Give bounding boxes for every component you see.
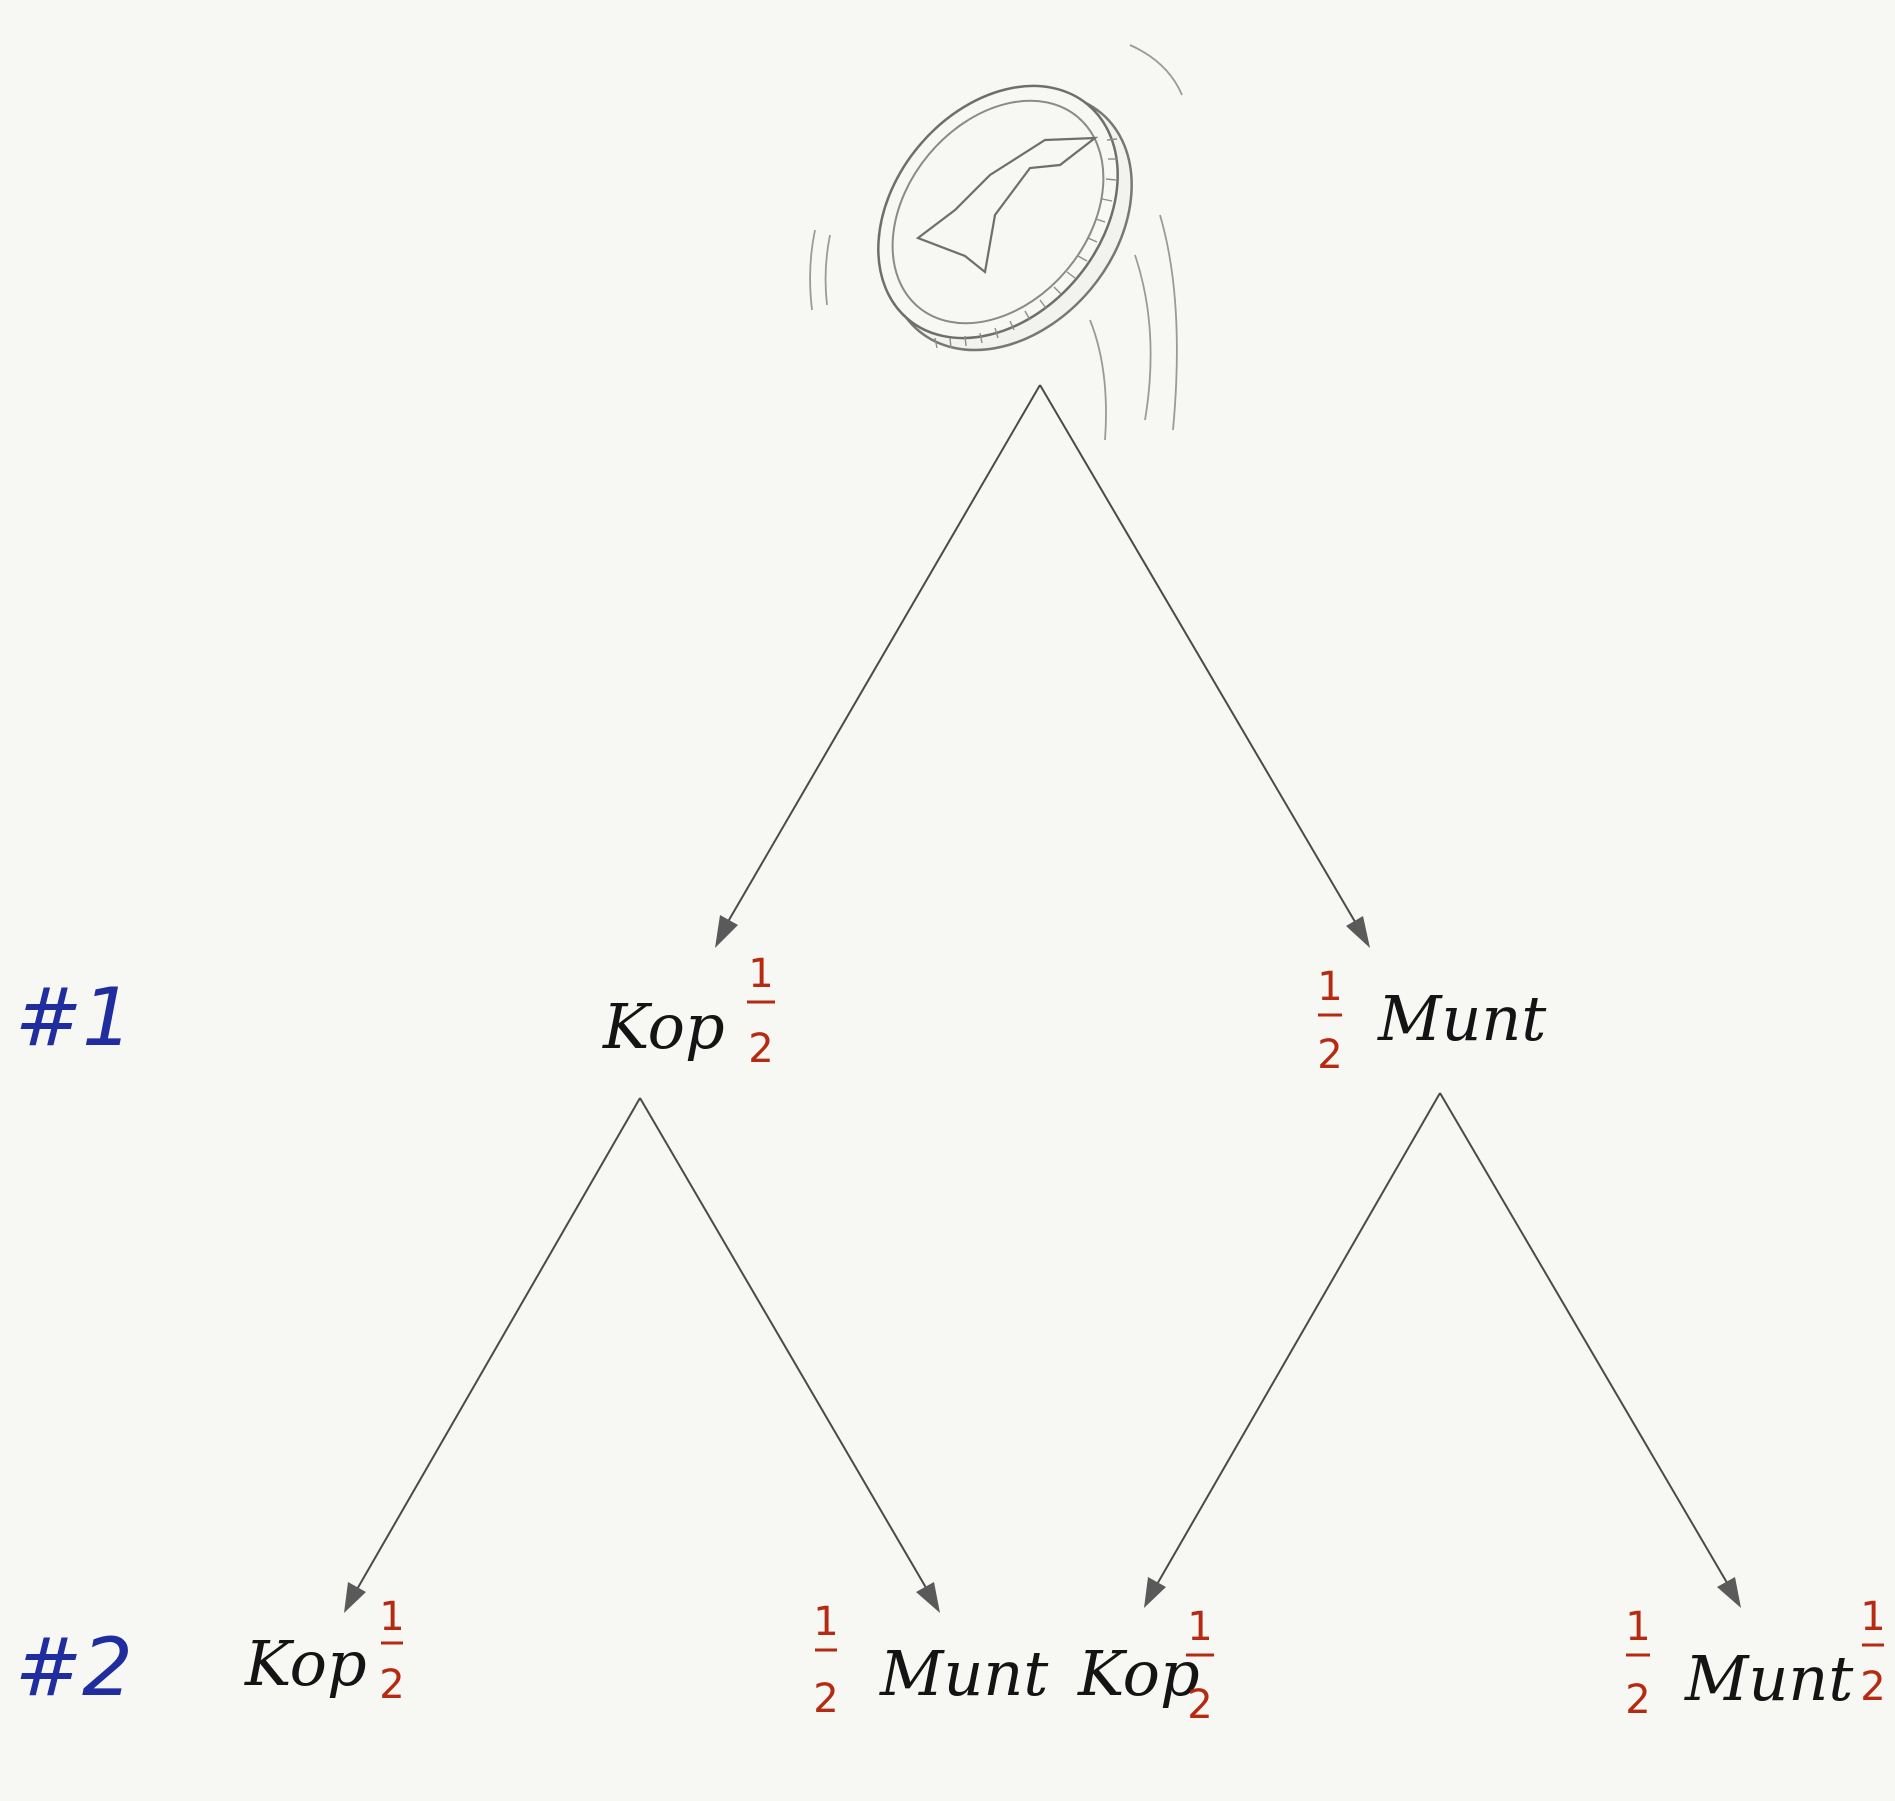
fraction-denominator: 2 [379,1662,404,1708]
coin-flip-icon [809,44,1183,441]
outcome-label: Kop [1077,1637,1200,1710]
outcome-label: Munt [879,1637,1048,1710]
branch-munt-to-kop [1144,1092,1441,1608]
level-label-2: #2 [15,1621,133,1714]
fraction-numerator: 1 [1625,1604,1650,1650]
fraction-numerator: 1 [379,1594,404,1640]
probability-fraction: 1 2 [379,1594,404,1708]
fraction-numerator: 1 [748,951,773,997]
fraction-denominator: 2 [1317,1032,1342,1078]
outcome-label: Kop [602,990,725,1063]
node-level1-munt: 1 2 Munt [1317,964,1546,1078]
branch-munt-to-munt [1439,1092,1741,1608]
probability-fraction: 1 2 [1186,1604,1214,1728]
outcome-label: Munt [1684,1642,1853,1715]
branch-kop-to-munt [639,1097,940,1613]
branch-root-to-kop [715,384,1041,948]
probability-fraction: 1 2 [1860,1594,1885,1710]
fraction-numerator: 1 [1860,1594,1885,1640]
probability-fraction: 1 2 [1625,1604,1650,1723]
probability-fraction: 1 2 [813,1599,838,1722]
fraction-denominator: 2 [748,1026,773,1072]
node-level2-kop-kop: Kop 1 2 [244,1594,405,1708]
fraction-numerator: 1 [813,1599,838,1645]
probability-fraction: 1 2 [1317,964,1342,1078]
branch-kop-to-kop [344,1097,641,1613]
probability-fraction: 1 2 [747,951,775,1072]
fraction-denominator: 2 [813,1676,838,1722]
fraction-denominator: 2 [1625,1677,1650,1723]
outcome-label: Kop [244,1627,367,1700]
node-level1-kop: Kop 1 2 [602,951,775,1072]
fraction-numerator: 1 [1187,1604,1212,1650]
fraction-denominator: 2 [1860,1664,1885,1710]
node-level2-munt-munt: 1 2 Munt 1 2 [1625,1594,1885,1723]
level-label-1: #1 [15,971,133,1064]
node-level2-munt-kop: Kop 1 2 [1077,1604,1214,1728]
node-level2-kop-munt: 1 2 Munt [813,1599,1048,1722]
branch-root-to-munt [1039,384,1370,948]
outcome-label: Munt [1377,982,1546,1055]
fraction-numerator: 1 [1317,964,1342,1010]
fraction-denominator: 2 [1187,1682,1212,1728]
